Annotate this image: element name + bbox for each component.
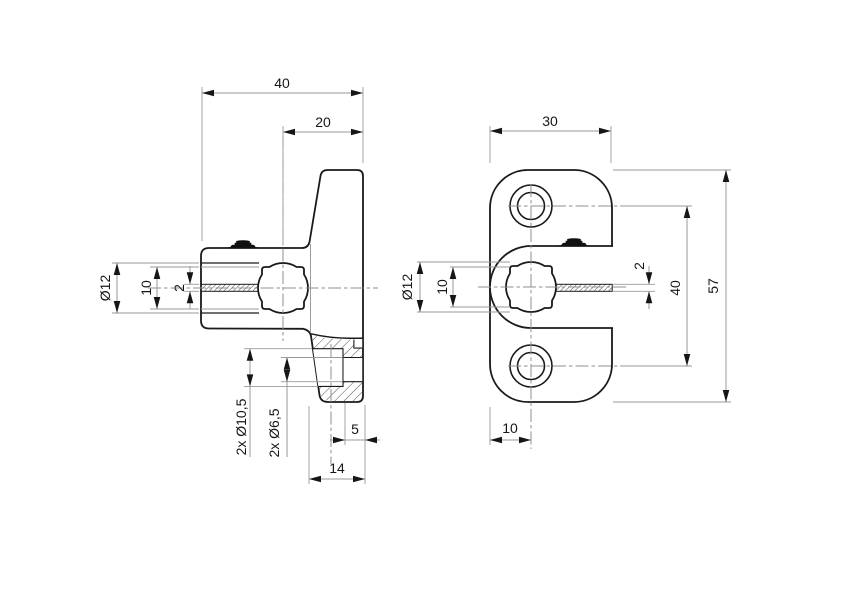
dim-cam-flat-front-label: 10 — [434, 279, 450, 295]
dim-hole-edge-offset-label: 10 — [502, 420, 518, 436]
dim-boss-width-label: 14 — [329, 460, 345, 476]
dim-cam-flat-side: 10 — [138, 267, 161, 309]
dim-counterbore-holes-label: 2x Ø10,5 — [233, 398, 249, 455]
dim-hole-edge-offset: 10 — [490, 420, 531, 444]
front-view: 30 Ø12 10 2 40 57 10 — [399, 113, 731, 449]
dim-cam-flat-front: 10 — [434, 267, 457, 307]
front-view-cam-lines — [417, 261, 510, 313]
dim-step-depth: 5 — [330, 421, 380, 444]
dim-slot-side: 2 — [171, 266, 194, 309]
clamp-screw — [224, 240, 262, 248]
through-hole-cavity — [343, 358, 363, 381]
dim-hole-spacing-label: 40 — [667, 280, 683, 296]
dim-slot-front: 2 — [631, 262, 653, 309]
counterbore-cavity — [313, 348, 343, 387]
cam-bore-lines — [201, 262, 259, 314]
dim-slot-side-label: 2 — [171, 284, 187, 292]
dim-step-depth-label: 5 — [351, 421, 359, 437]
dim-through-holes: 2x Ø6,5 — [266, 357, 291, 458]
dim-cam-diameter-side: Ø12 — [97, 263, 121, 313]
dim-cam-offset: 20 — [283, 114, 363, 136]
dim-cam-diameter-front: Ø12 — [399, 262, 424, 312]
dim-hole-spacing: 40 — [667, 206, 691, 366]
dim-slot-front-label: 2 — [631, 262, 647, 270]
dim-plate-height: 57 — [705, 170, 730, 402]
boss-top-face — [310, 333, 363, 339]
front-view-centerlines — [478, 184, 628, 449]
side-view-extension-lines — [112, 87, 366, 484]
dim-through-holes-label: 2x Ø6,5 — [266, 408, 282, 457]
dim-cam-diameter-front-label: Ø12 — [399, 274, 415, 301]
side-view: 40 20 Ø12 10 2 2x Ø10,5 2x Ø6,5 — [97, 75, 380, 484]
dim-cam-diameter-side-label: Ø12 — [97, 275, 113, 302]
dim-cam-flat-side-label: 10 — [138, 280, 154, 296]
step-notch — [354, 339, 363, 348]
dim-overall-width: 40 — [202, 75, 363, 97]
clamp-slot-front — [555, 283, 613, 292]
dim-plate-width: 30 — [490, 113, 611, 135]
dim-counterbore-holes: 2x Ø10,5 — [233, 348, 254, 457]
dim-cam-offset-label: 20 — [315, 114, 331, 130]
dim-plate-width-label: 30 — [542, 113, 558, 129]
dim-boss-width: 14 — [309, 460, 365, 483]
dim-plate-height-label: 57 — [705, 278, 721, 294]
dim-overall-width-label: 40 — [274, 75, 290, 91]
